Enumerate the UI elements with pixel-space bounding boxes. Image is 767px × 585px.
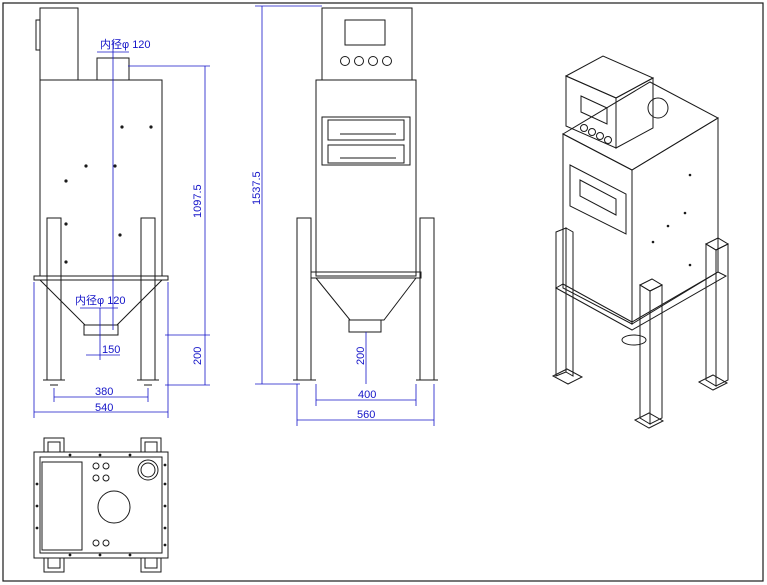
side-view <box>255 5 438 426</box>
side-leg-spacing-dim: 400 <box>358 389 376 401</box>
front-total-width-dim: 540 <box>95 402 113 414</box>
front-inlet-label: 内径φ 120 <box>100 37 151 51</box>
front-outlet-width-dim: 150 <box>102 344 120 356</box>
front-outlet-label: 内径φ 120 <box>75 293 126 307</box>
top-view <box>33 437 169 573</box>
side-total-width-dim: 560 <box>357 409 375 421</box>
front-leg-height-dim: 200 <box>192 347 204 365</box>
isometric-view <box>551 55 730 429</box>
front-body-height-dim: 1097.5 <box>192 184 204 218</box>
side-total-height-dim: 1537.5 <box>251 171 263 205</box>
side-outlet-height-dim: 200 <box>355 347 367 365</box>
front-view <box>33 7 210 418</box>
front-leg-spacing-dim: 380 <box>95 386 113 398</box>
